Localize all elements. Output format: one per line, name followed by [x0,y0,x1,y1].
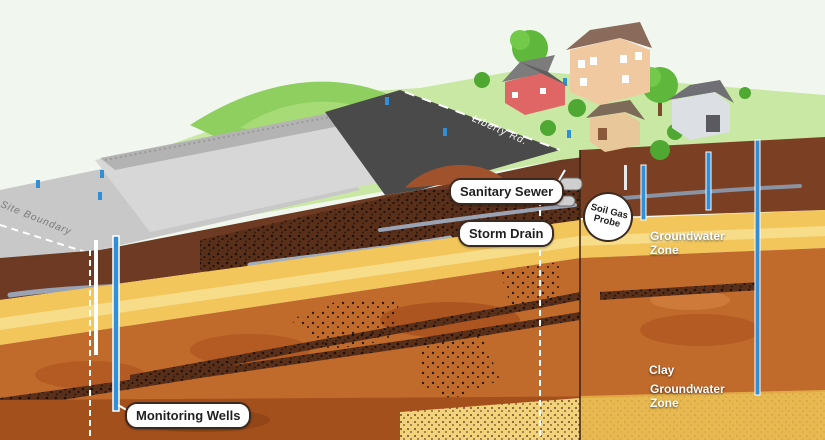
monitoring-wells-label: Monitoring Wells [125,402,252,429]
sidewalk [95,115,390,232]
contaminant-dots [420,330,500,400]
well-marker [385,97,389,105]
lower-groundwater-band [580,390,825,440]
soil-gas-probe-rod [624,165,627,190]
house-red [502,55,568,115]
house-small-brown [586,100,645,152]
rail-strip [100,113,345,170]
gravel-stringer [600,282,760,300]
lower-groundwater-zone-line1: Groundwater [650,382,725,396]
bushes [474,72,751,160]
well-marker [563,78,567,86]
monitoring-well [112,235,120,412]
well-marker [98,192,102,200]
contaminant-dots [290,300,400,350]
road-center-line [404,91,561,151]
clay-mottle [640,314,760,346]
well-marker [567,130,571,138]
house-tan [566,22,652,105]
house-grey [668,80,734,140]
storm-drain-label: Storm Drain [458,220,555,247]
road [325,90,560,195]
well-marker [443,128,447,136]
well-marker [100,170,104,178]
site-boundary-line [0,224,96,256]
lower-groundwater-zone-label: Groundwater Zone [650,382,725,410]
upper-groundwater-band-light [0,226,825,330]
lens-streak [378,203,577,232]
rail-ties [104,115,336,161]
monitoring-well [640,164,647,221]
upper-groundwater-zone-line2: Zone [650,243,679,257]
upper-groundwater-zone-label: Groundwater Zone [650,229,725,257]
well-marker [36,180,40,188]
contaminant-dots [500,262,560,305]
clay-label: Clay [649,363,675,377]
clay-mottle [190,334,310,366]
monitoring-well [705,151,712,211]
gravel-stringer [0,312,580,410]
pipe-trench-mound [405,165,505,188]
monitoring-well-casing [94,240,98,355]
lower-groundwater-zone-line2: Zone [650,396,679,410]
sanitary-sewer-label: Sanitary Sewer [449,178,565,205]
deep-monitoring-well [754,139,761,396]
upper-groundwater-zone-line1: Groundwater [650,229,725,243]
